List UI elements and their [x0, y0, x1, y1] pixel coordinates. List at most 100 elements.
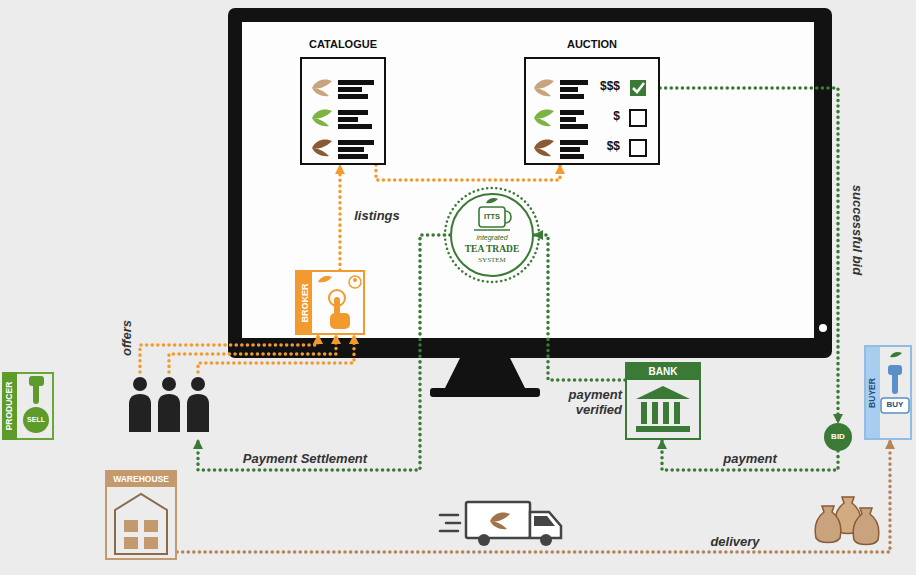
- empty-box: [630, 110, 646, 126]
- system-name: TEA TRADE: [465, 245, 519, 255]
- listing-bar: [560, 80, 588, 85]
- dotted-ring: [445, 188, 539, 282]
- truck-cargo: [466, 502, 530, 538]
- tea-leaf: [312, 79, 332, 88]
- cup-saucer: [474, 229, 510, 231]
- bank-pillar: [663, 402, 669, 424]
- edge-label: successful bid: [850, 185, 865, 275]
- truck-window: [534, 516, 555, 526]
- catalogue-panel: CATALOGUE: [300, 34, 386, 165]
- tea-sack: [815, 506, 840, 543]
- listing-bar: [560, 154, 584, 159]
- tea-leaf: [534, 139, 554, 148]
- flow-arrow: [338, 165, 342, 270]
- listing-bar: [560, 110, 584, 115]
- person-body: [129, 394, 151, 432]
- listing-bar: [338, 80, 374, 85]
- bank-pillar: [641, 402, 647, 424]
- panel-frame: [300, 57, 386, 165]
- edge-label: payment: [723, 451, 776, 466]
- speed-lines: [440, 515, 460, 531]
- bank-roof: [636, 386, 690, 399]
- person-head: [162, 377, 176, 391]
- stock-crate: [144, 520, 158, 532]
- warehouse-box: WAREHOUSE: [105, 470, 177, 560]
- edge-label: Payment Settlement: [243, 451, 367, 466]
- listing-bar: [560, 140, 588, 145]
- price-text: $: [613, 110, 620, 124]
- listing-bar: [338, 140, 374, 145]
- price-text: $$: [607, 140, 620, 154]
- panel-heading: CATALOGUE: [309, 38, 377, 51]
- system-acronym: ITTS: [484, 213, 500, 221]
- buyer-badge: BUYER BUY: [864, 345, 912, 440]
- monitor-stand: [444, 358, 526, 390]
- flow-arrow: [177, 440, 890, 552]
- buy-button: [881, 398, 909, 413]
- tea-leaf: [486, 198, 498, 203]
- listing-bar: [338, 147, 364, 152]
- flow-arrow: [534, 235, 625, 380]
- bank-pillar: [674, 402, 680, 424]
- system-subtitle: integrated: [476, 234, 507, 241]
- listing-bar: [338, 124, 372, 129]
- listing-bar: [338, 117, 358, 122]
- tea-leaf: [490, 512, 510, 521]
- button-text: BUY: [887, 400, 904, 409]
- trade-system-circle: ITTS integratedTEA TRADE SYSTEM: [450, 193, 534, 277]
- truck-wheel: [478, 534, 490, 546]
- listing-bar: [560, 124, 588, 129]
- hand-palm: [330, 313, 350, 329]
- checked-box: [630, 80, 646, 96]
- edge-label: delivery: [710, 534, 759, 549]
- tea-leaf: [534, 118, 551, 126]
- tea-leaf: [890, 352, 902, 357]
- flow-arrow: [376, 165, 560, 180]
- tea-leaf: [534, 79, 554, 88]
- tea-leaf: [534, 109, 554, 118]
- monitor-base: [430, 388, 540, 397]
- tea-cup: [479, 207, 505, 227]
- listing-bar: [338, 94, 368, 99]
- flow-arrow: [169, 335, 336, 372]
- person-body: [187, 394, 209, 432]
- tea-leaf: [318, 276, 332, 282]
- tea-leaf: [312, 109, 332, 118]
- stock-crate: [124, 537, 138, 549]
- warehouse-building: [115, 494, 167, 554]
- button-text: SELL: [27, 416, 45, 424]
- person-ring: [349, 276, 361, 288]
- monitor-screen: [242, 22, 814, 338]
- listing-bar: [338, 154, 368, 159]
- system-name: SYSTEM: [478, 257, 506, 264]
- broker-box: BROKER: [295, 270, 365, 335]
- panel-heading: AUCTION: [567, 38, 617, 51]
- stock-crate: [124, 520, 138, 532]
- tea-leaf: [312, 139, 332, 148]
- cup-handle: [505, 211, 511, 223]
- tea-leaf: [490, 521, 507, 529]
- listing-bar: [560, 94, 584, 99]
- edge-label: listings: [354, 208, 400, 223]
- flow-arrow: [198, 235, 450, 470]
- badge-title: BUYER: [868, 378, 878, 408]
- price-text: $$$: [600, 80, 620, 94]
- power-button: [819, 324, 827, 332]
- hand-finger: [892, 372, 898, 394]
- check-mark: [633, 83, 644, 92]
- sign-text: BID: [831, 432, 845, 442]
- tea-leaf: [534, 148, 551, 156]
- badge-title: BANK: [649, 366, 678, 378]
- person-body: [158, 394, 180, 432]
- bank-pillar: [652, 402, 658, 424]
- listing-bar: [338, 110, 368, 115]
- stock-crate: [144, 537, 158, 549]
- tea-leaf: [534, 88, 551, 96]
- monitor-frame: [228, 8, 832, 358]
- bank-base: [636, 426, 690, 432]
- tea-leaf: [312, 118, 329, 126]
- listing-bar: [338, 87, 362, 92]
- edge-label: payment verified: [554, 387, 622, 417]
- sell-button: [23, 407, 49, 433]
